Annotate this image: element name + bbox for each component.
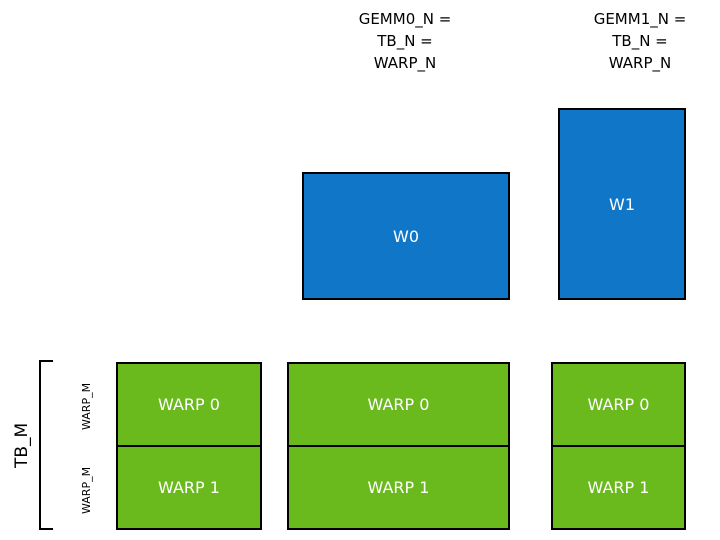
warp-m-label-top: WARP_M (80, 382, 93, 430)
green-stack-left: WARP 0 WARP 1 (116, 362, 262, 530)
tb-m-label: TB_M (12, 422, 32, 468)
green-cell-warp0: WARP 0 (553, 364, 684, 445)
green-stack-right: WARP 0 WARP 1 (551, 362, 686, 530)
green-cell-warp0: WARP 0 (289, 364, 508, 445)
green-cell-warp1: WARP 1 (289, 445, 508, 528)
blue-box-w0: W0 (302, 172, 510, 300)
green-cell-warp0-label: WARP 0 (158, 395, 220, 414)
green-cell-warp1-label: WARP 1 (367, 478, 430, 497)
tb-m-brace (39, 360, 53, 530)
green-cell-warp1-label: WARP 1 (587, 478, 650, 497)
column-header-gemm0: GEMM0_N = TB_N = WARP_N (358, 10, 452, 72)
blue-box-w1: W1 (558, 108, 686, 300)
blue-box-w1-label: W1 (609, 194, 635, 214)
green-cell-warp1: WARP 1 (118, 445, 260, 528)
green-cell-warp1-label: WARP 1 (158, 478, 220, 497)
blue-box-w0-label: W0 (393, 226, 419, 246)
warp-m-label-bottom: WARP_M (80, 466, 93, 514)
column-header-gemm1: GEMM1_N = TB_N = WARP_N (593, 10, 687, 72)
green-cell-warp1: WARP 1 (553, 445, 684, 528)
green-cell-warp0: WARP 0 (118, 364, 260, 445)
green-cell-warp0-label: WARP 0 (587, 395, 650, 414)
green-stack-middle: WARP 0 WARP 1 (287, 362, 510, 530)
green-cell-warp0-label: WARP 0 (367, 395, 430, 414)
